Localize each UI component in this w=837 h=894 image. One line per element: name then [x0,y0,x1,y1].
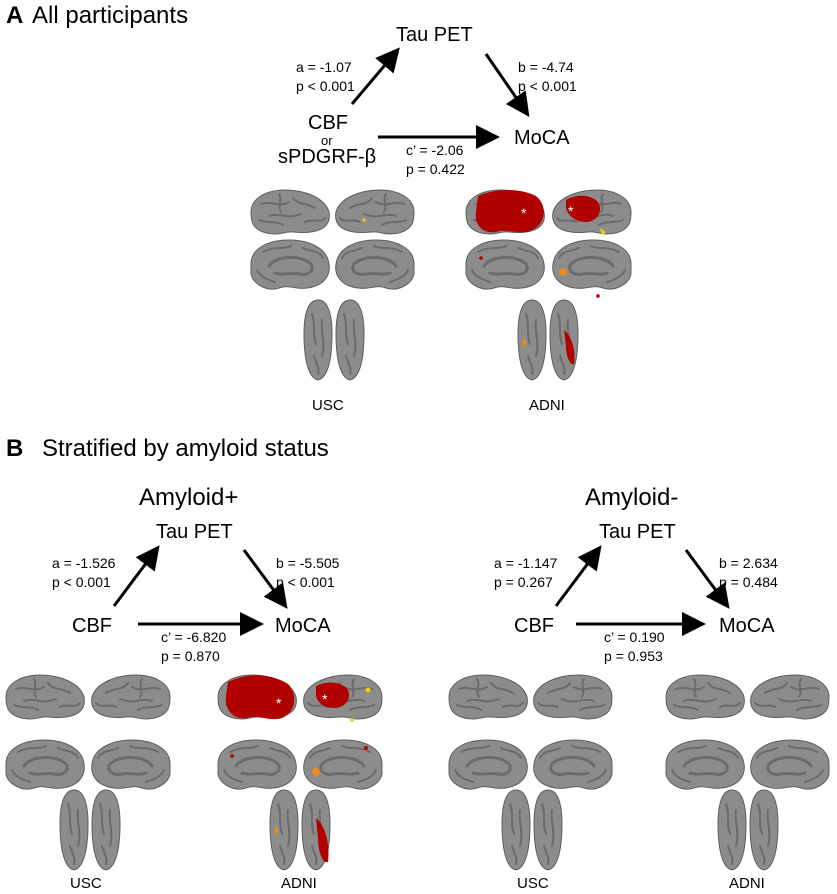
brain-ventral-left [717,789,747,871]
amyloid-pos-arrow-a [112,545,160,607]
brain-medial-right [532,738,614,791]
panel-a-arrow-a [350,47,400,105]
path-a-p: p = 0.267 [494,574,553,590]
panel-a-site-usc: USC [312,397,344,414]
amyloid-pos-usc-brain-set [4,674,172,871]
path-b-p: p < 0.001 [518,78,577,94]
path-a-coef: a = -1.147 [494,555,558,571]
path-a-p: p < 0.001 [296,78,355,94]
svg-text:*: * [521,205,527,221]
panel-a-site-adni: ADNI [529,397,565,414]
amyloid-pos-arrow-b [242,549,288,609]
brain-medial-right [749,738,831,791]
panel-a-predictor-cbf: CBF [308,112,348,134]
brain-lateral-right [334,189,415,235]
brain-ventral-right [749,789,779,871]
path-c-p: p = 0.870 [161,648,220,664]
brain-lateral-right [749,674,830,720]
brain-lateral-left [448,674,529,720]
svg-text:*: * [568,203,574,219]
amyloid-neg-site-adni: ADNI [729,875,765,892]
panel-a-arrow-b [484,53,530,117]
amyloid-neg-arrow-a [554,545,602,607]
path-a-coef: a = -1.07 [296,59,352,75]
path-c-coef: c’ = 0.190 [604,629,665,645]
brain-ventral-left [303,299,333,381]
brain-lateral-right [90,674,171,720]
panel-a-usc-brain-set [249,189,416,381]
brain-ventral-right [533,789,563,871]
path-b-coef: b = -5.505 [276,555,340,571]
amyloid-neg-usc-brain-set [447,674,614,871]
panel-a-path-a-stats: a = -1.07 p < 0.001 [296,58,355,96]
amyloid-pos-path-c-stats: c’ = -6.820 p = 0.870 [161,628,226,666]
amyloid-neg-path-c-stats: c’ = 0.190 p = 0.953 [604,628,665,666]
path-c-p: p = 0.422 [406,161,465,177]
panel-a-path-b-stats: b = -4.74 p < 0.001 [518,58,577,96]
amyloid-neg-title: Amyloid- [585,484,679,511]
amyloid-pos-predictor: CBF [72,615,112,637]
brain-ventral-right [335,299,365,381]
panel-a-adni-brain-set: * * [464,189,633,381]
adni-effect-cluster [475,190,544,233]
brain-ventral-left [501,789,531,871]
amyloid-neg-arrow-b [684,549,730,609]
brain-lateral-right [532,674,613,720]
brain-ventral-left [59,789,89,871]
path-b-coef: b = -4.74 [518,59,574,75]
panel-b-title: Stratified by amyloid status [42,435,329,462]
panel-a-letter: A [6,2,24,29]
amyloid-neg-outcome: MoCA [719,615,775,637]
amyloid-pos-outcome: MoCA [275,615,331,637]
brain-medial-right [334,238,416,291]
svg-text:*: * [322,691,328,707]
panel-a-mediator: Tau PET [396,24,473,46]
brain-medial-right [302,738,384,791]
panel-a-path-c-stats: c’ = -2.06 p = 0.422 [406,141,465,179]
amyloid-pos-site-adni: ADNI [281,875,317,892]
brain-ventral-right [91,789,121,871]
panel-a-predictor-or: or [321,133,333,148]
brain-lateral-left [250,189,331,235]
amyloid-neg-predictor: CBF [514,615,554,637]
path-c-p: p = 0.953 [604,648,663,664]
svg-text:*: * [276,695,282,711]
path-a-coef: a = -1.526 [52,555,116,571]
path-b-p: p < 0.001 [276,574,335,590]
amyloid-pos-adni-brain-set: * * [216,674,384,871]
path-c-coef: c’ = -2.06 [406,142,464,158]
brain-medial-left [464,238,546,291]
amyloid-pos-title: Amyloid+ [139,484,239,511]
amyloid-neg-mediator: Tau PET [599,521,676,543]
brain-medial-left [249,238,331,291]
brain-medial-right [90,738,172,791]
amyloid-neg-site-usc: USC [517,875,549,892]
brain-medial-left [447,738,529,791]
path-b-p: p = 0.484 [719,574,778,590]
amyloid-pos-path-b-stats: b = -5.505 p < 0.001 [276,554,339,592]
brain-lateral-left [665,674,746,720]
panel-a-title: All participants [32,2,189,29]
brain-lateral-left [5,674,86,720]
panel-b-letter: B [6,435,24,462]
path-c-coef: c’ = -6.820 [161,629,227,645]
amyloid-pos-site-usc: USC [70,875,102,892]
amyloid-neg-path-b-stats: b = 2.634 p = 0.484 [719,554,778,592]
path-b-coef: b = 2.634 [719,555,778,571]
brain-ventral-right [549,299,579,381]
amyloid-pos-mediator: Tau PET [156,521,233,543]
path-a-p: p < 0.001 [52,574,111,590]
brain-medial-left [664,738,746,791]
brain-medial-left [216,738,298,791]
amyloid-neg-path-a-stats: a = -1.147 p = 0.267 [494,554,557,592]
panel-a-predictor-spdgfrb: sPDGRF-β [278,146,377,168]
amyloid-neg-adni-brain-set [664,674,831,871]
brain-ventral-left [269,789,299,871]
brain-medial-left [4,738,86,791]
brain-medial-right [551,238,633,291]
panel-a-outcome: MoCA [514,127,570,149]
amyloid-pos-path-a-stats: a = -1.526 p < 0.001 [52,554,115,592]
